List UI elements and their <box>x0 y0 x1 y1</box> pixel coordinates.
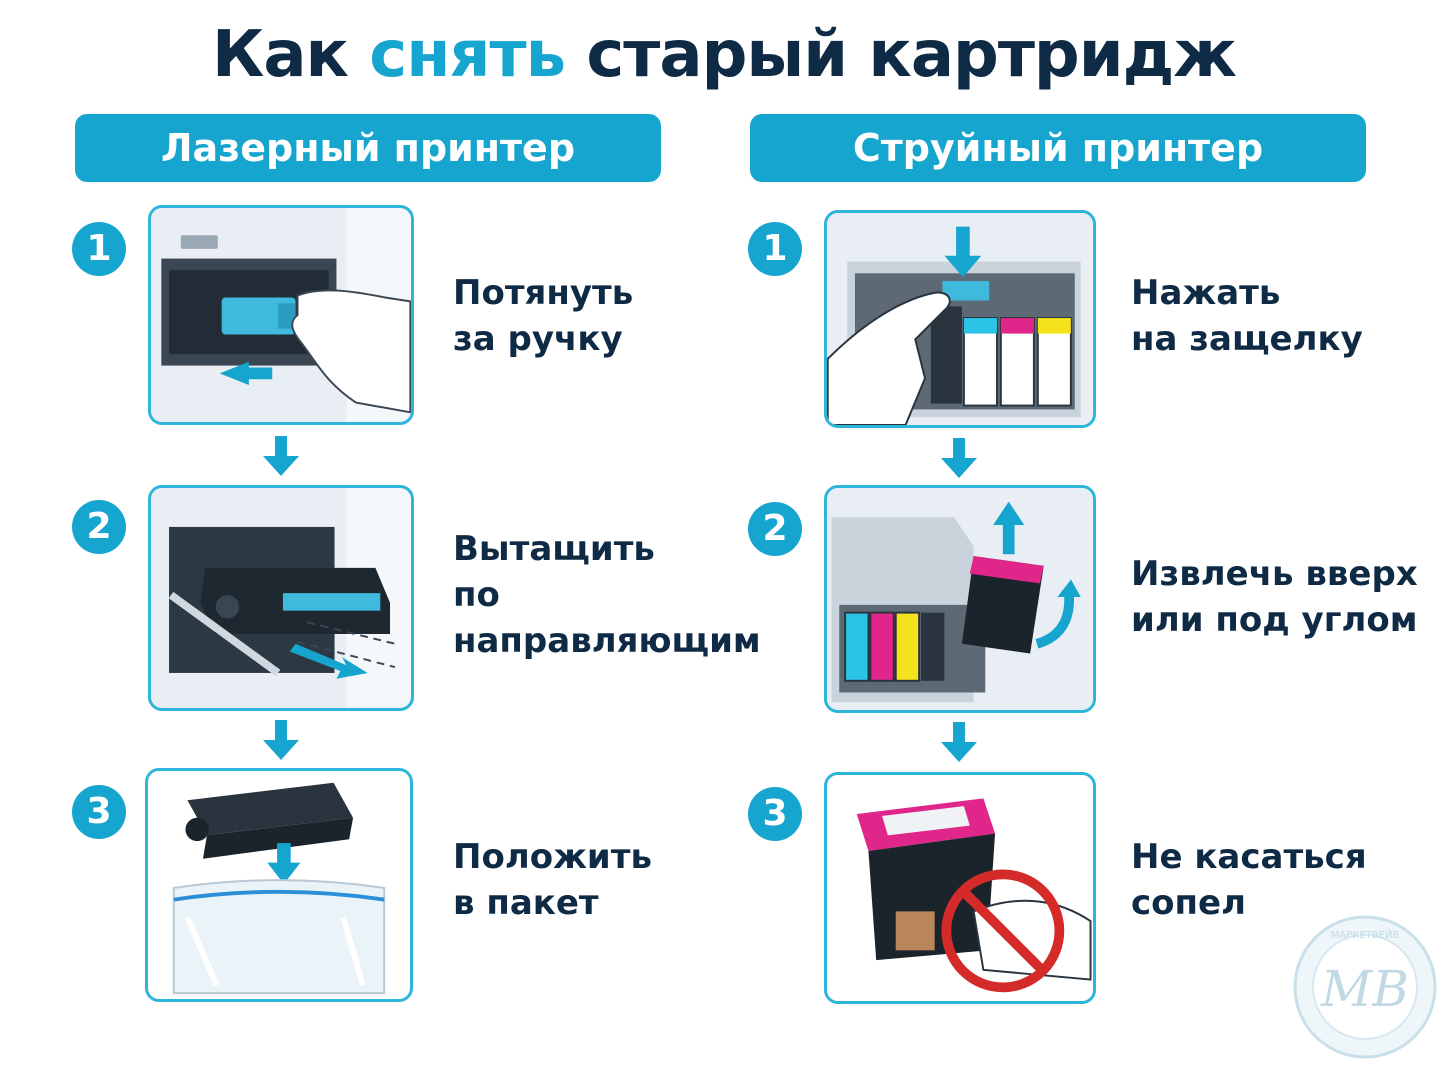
inkjet-step-3-number: 3 <box>748 787 802 841</box>
marketwave-logo: MB МАРКЕТВЕЙВ <box>1293 915 1437 1059</box>
laser-step-1-illustration <box>148 205 414 425</box>
page-title: Как снять старый картридж <box>0 18 1448 98</box>
inkjet-step-3-caption: Не касаться сопел <box>1131 837 1367 923</box>
down-arrow-icon <box>941 722 977 762</box>
laser-pull-handle-icon <box>151 208 411 422</box>
laser-step-1-caption: Потянуть за ручку <box>453 273 634 359</box>
title-part1: Как <box>212 18 349 92</box>
laser-printer-header: Лазерный принтер <box>75 114 661 182</box>
laser-slide-out-icon <box>151 488 396 708</box>
inkjet-press-latch-icon <box>827 213 1093 425</box>
laser-step-3-number: 3 <box>72 785 126 839</box>
no-touch-nozzles-icon <box>827 775 1093 1001</box>
inkjet-step-1-caption: Нажать на защелку <box>1131 273 1363 359</box>
down-arrow-icon <box>941 438 977 478</box>
watermark-ring-text: МАРКЕТВЕЙВ <box>1331 928 1400 941</box>
inkjet-printer-header: Струйный принтер <box>750 114 1366 182</box>
inkjet-step-3-illustration <box>824 772 1096 1004</box>
laser-step-3-illustration <box>145 768 413 1002</box>
laser-step-3-caption: Положить в пакет <box>453 837 652 923</box>
title-part2: старый картридж <box>586 18 1237 92</box>
down-arrow-icon <box>263 720 299 760</box>
cartridge-into-bag-icon <box>148 771 410 999</box>
watermark-mb: MB <box>1320 960 1409 1018</box>
inkjet-step-2-caption: Извлечь вверх или под углом <box>1131 554 1418 640</box>
laser-step-2-number: 2 <box>72 500 126 554</box>
laser-step-2-illustration <box>148 485 414 711</box>
down-arrow-icon <box>263 436 299 476</box>
title-accent: снять <box>369 18 566 92</box>
inkjet-step-2-illustration <box>824 485 1096 713</box>
laser-step-2-caption: Вытащить по направляющим <box>453 529 761 661</box>
inkjet-step-1-illustration <box>824 210 1096 428</box>
inkjet-lift-out-icon <box>827 488 1093 710</box>
laser-step-1-number: 1 <box>72 222 126 276</box>
inkjet-step-2-number: 2 <box>748 502 802 556</box>
inkjet-step-1-number: 1 <box>748 222 802 276</box>
